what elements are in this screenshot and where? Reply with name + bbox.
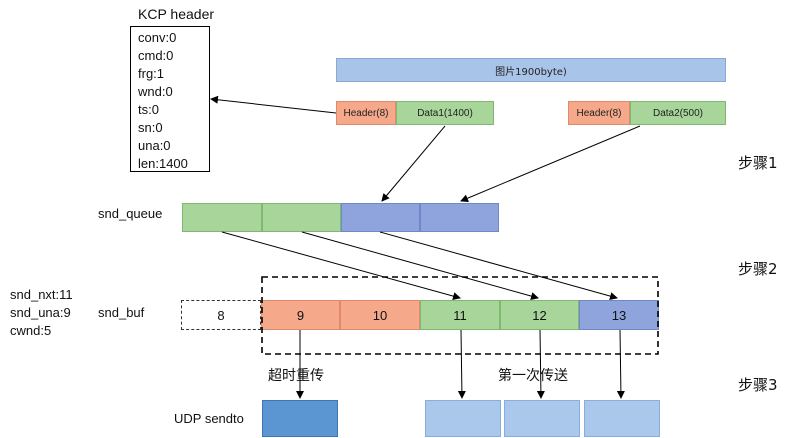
snd-queue-slot-4 [420, 203, 499, 232]
segment1-data: Data1(1400) [396, 101, 494, 125]
kcp-field-cmd: cmd:0 [138, 48, 174, 63]
kcp-field-ts: ts:0 [138, 102, 159, 117]
snd-buf-cell-11: 11 [420, 300, 500, 330]
snd-queue-slot-3 [341, 203, 420, 232]
arrow-queue1-to-buf11 [221, 231, 461, 300]
arrow-buf13-to-udp [616, 329, 625, 399]
snd-queue-slot-2 [262, 203, 341, 232]
udp-packet-retransmit [262, 400, 338, 437]
arrow-header-to-kcp [210, 95, 337, 114]
arrow-queue2-to-buf12 [301, 231, 539, 300]
step3-label: 步骤3 [738, 376, 778, 394]
snd-una-label: snd_una:9 [10, 305, 71, 320]
snd-buf-label: snd_buf [98, 305, 145, 320]
segment2-data: Data2(500) [630, 101, 726, 125]
snd-queue-slot-1 [182, 203, 262, 232]
snd-buf-cell-10: 10 [340, 300, 420, 330]
arrow-buf11-to-udp [457, 329, 466, 399]
udp-packet-11 [425, 400, 501, 437]
snd-buf-cell-13: 13 [579, 300, 659, 330]
arrow-seg1-to-queue [381, 125, 446, 202]
image-data-bar: 图片1900byte) [336, 58, 726, 82]
kcp-field-una: una:0 [138, 138, 171, 153]
kcp-field-len: len:1400 [138, 156, 188, 171]
kcp-field-sn: sn:0 [138, 120, 163, 135]
snd-nxt-label: snd_nxt:11 [10, 287, 73, 302]
cwnd-window-outline [261, 276, 659, 355]
snd-buf-cell-8: 8 [181, 300, 261, 330]
retransmit-annotation: 超时重传 [268, 368, 324, 384]
kcp-header-title: KCP header [138, 6, 215, 22]
step2-label: 步骤2 [738, 260, 778, 278]
kcp-field-conv: conv:0 [138, 30, 177, 45]
step1-label: 步骤1 [738, 154, 778, 172]
arrow-buf12-to-udp [536, 329, 545, 399]
segment2-header: Header(8) [568, 101, 630, 125]
arrow-queue3-to-buf13 [379, 231, 618, 300]
first-send-annotation: 第一次传送 [498, 368, 568, 384]
snd-buf-cell-12: 12 [500, 300, 579, 330]
udp-packet-12 [504, 400, 580, 437]
segment1-header: Header(8) [336, 101, 396, 125]
kcp-header-fields-box: conv:0 cmd:0 frg:1 wnd:0 ts:0 sn:0 una:0… [130, 26, 210, 172]
udp-packet-13 [584, 400, 660, 437]
udp-sendto-label: UDP sendto [174, 411, 244, 426]
kcp-field-frg: frg:1 [138, 66, 165, 81]
arrow-seg2-to-queue [460, 125, 641, 202]
snd-buf-cell-9: 9 [261, 300, 340, 330]
snd-queue-label: snd_queue [98, 206, 163, 221]
cwnd-label: cwnd:5 [10, 323, 52, 338]
kcp-field-wnd: wnd:0 [138, 84, 173, 99]
